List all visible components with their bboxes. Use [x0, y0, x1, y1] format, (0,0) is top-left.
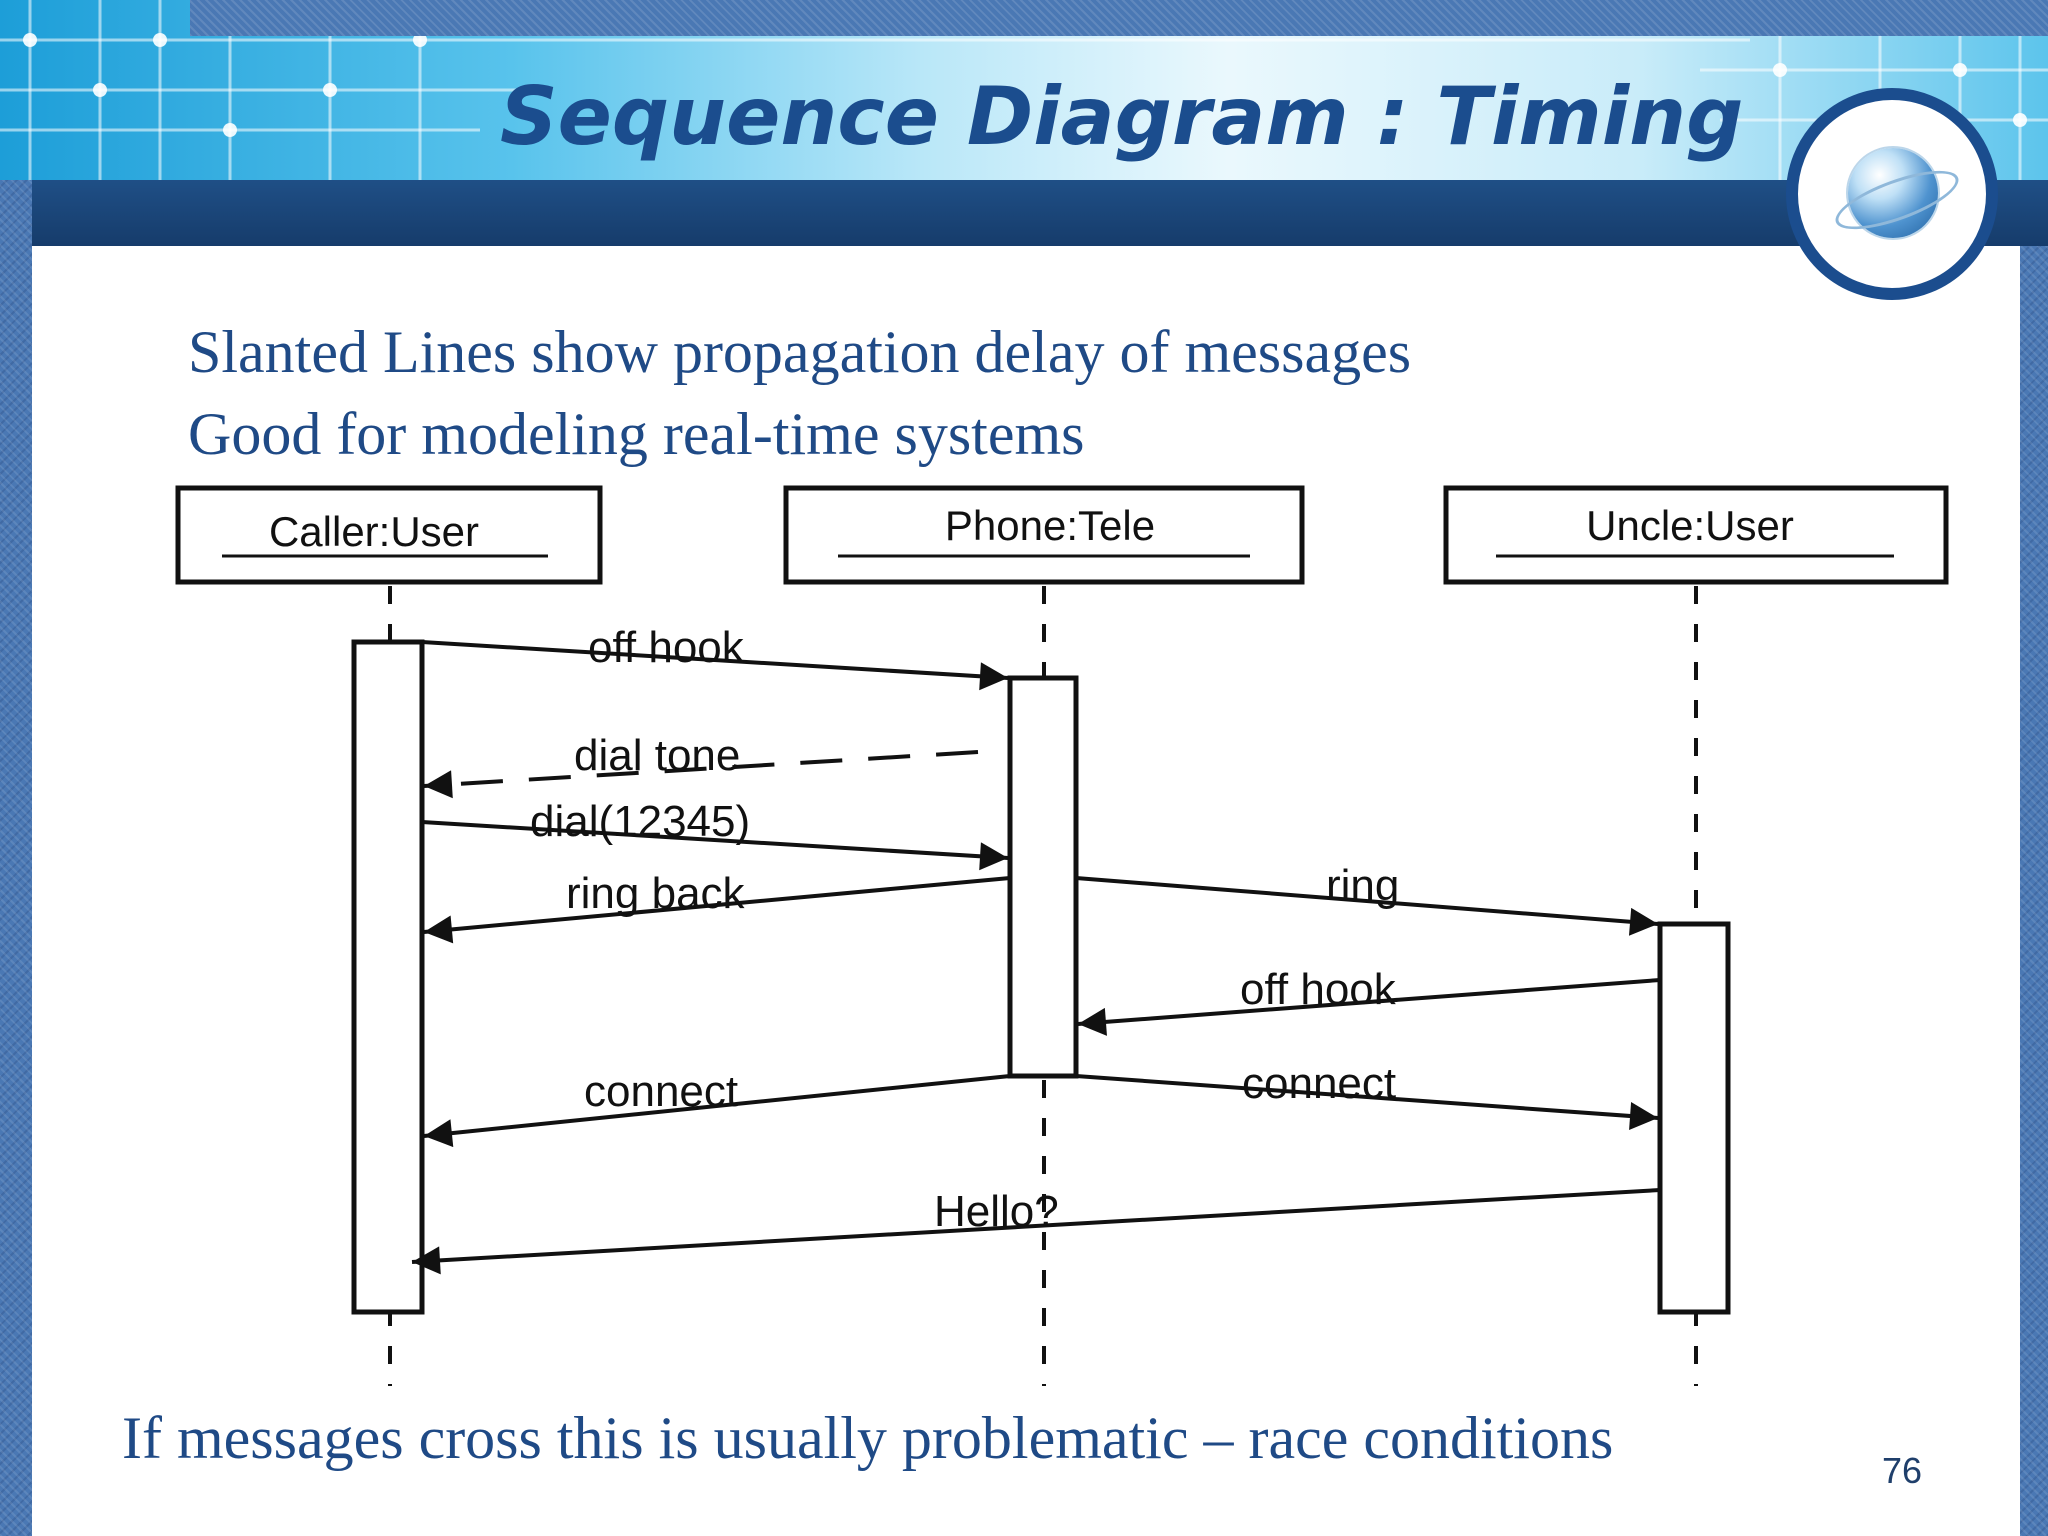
header-dark-bar [32, 180, 2048, 246]
message-label-ring: ring [1326, 861, 1399, 910]
message-arrow-off-hook-1 [421, 640, 1009, 691]
object-caller: Caller:User [175, 485, 603, 585]
object-caller-label: Caller:User [269, 508, 479, 555]
object-uncle: Uncle:User [1443, 485, 1949, 585]
slide-title: Sequence Diagram : Timing [500, 70, 1744, 163]
message-label-off-hook-1: off hook [588, 623, 745, 672]
top-texture-stripe [190, 0, 2048, 36]
message-label-dial-tone: dial tone [574, 731, 740, 780]
page-number: 76 [1882, 1450, 1923, 1491]
message-label-connect-uncle: connect [1242, 1059, 1396, 1108]
activation-caller [351, 639, 425, 1315]
object-phone-label: Phone:Tele [945, 502, 1155, 549]
bullet-propagation-delay: Slanted Lines show propagation delay of … [188, 319, 1412, 385]
activation-uncle [1657, 921, 1731, 1315]
message-arrow-ring-back [423, 876, 1011, 944]
message-arrow-off-hook-2 [1077, 978, 1661, 1036]
globe-icon [1848, 148, 1938, 238]
bullet-real-time: Good for modeling real-time systems [188, 401, 1085, 467]
message-arrow-hello [411, 1188, 1661, 1275]
activation-phone [1007, 675, 1079, 1079]
message-label-ring-back: ring back [566, 869, 746, 918]
footer-note: If messages cross this is usually proble… [122, 1405, 1614, 1471]
message-arrow-connect-uncle [1075, 1074, 1659, 1130]
object-phone: Phone:Tele [783, 485, 1305, 585]
message-label-hello: Hello? [934, 1187, 1059, 1236]
message-arrow-connect-caller [423, 1074, 1011, 1148]
message-arrow-ring [1075, 876, 1659, 936]
object-uncle-label: Uncle:User [1586, 502, 1794, 549]
message-label-dial: dial(12345) [530, 797, 750, 846]
message-arrow-dial [421, 820, 1009, 871]
message-label-off-hook-2: off hook [1240, 965, 1397, 1014]
message-arrow-dial-tone [423, 750, 979, 799]
message-label-connect-caller: connect [584, 1067, 738, 1116]
